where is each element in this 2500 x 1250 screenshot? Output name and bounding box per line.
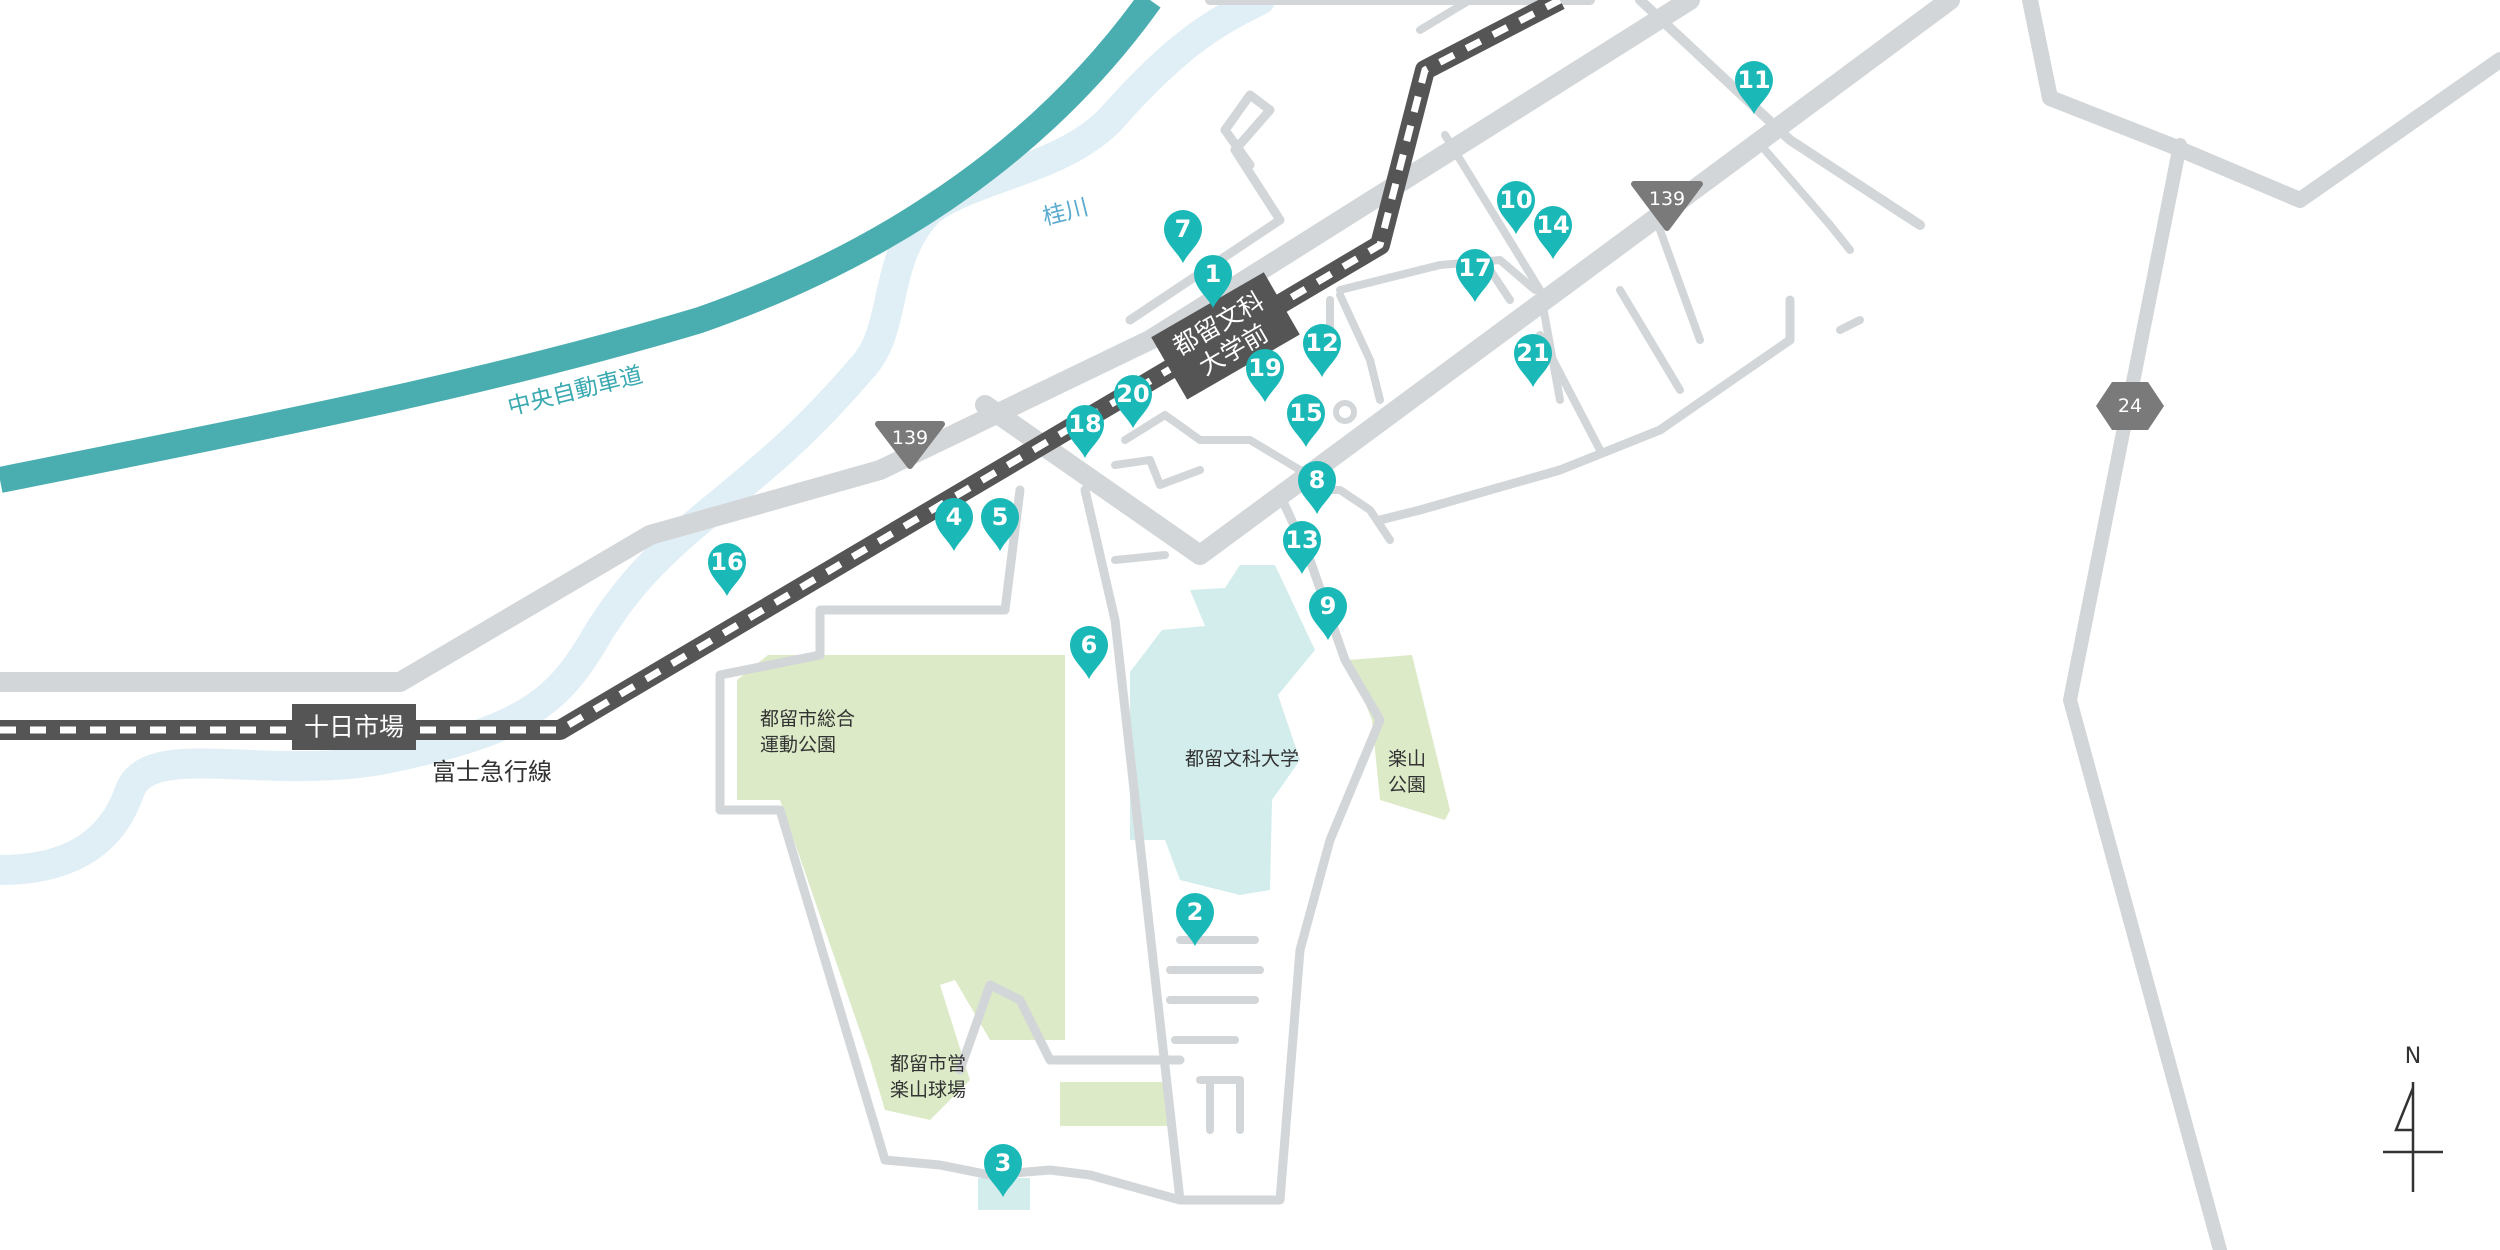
label-river: 桂川 <box>1040 194 1091 230</box>
route-marker-139-left: 139 <box>875 421 945 469</box>
route-marker-24: 24 <box>2096 382 2164 430</box>
pin-marker-icon <box>1309 587 1347 640</box>
map-pin-2[interactable]: 2 <box>1176 893 1214 946</box>
map-pin-6[interactable]: 6 <box>1070 626 1108 679</box>
pin-number: 1 <box>1205 260 1222 288</box>
pin-number: 15 <box>1289 399 1322 427</box>
label-rakuyama-park-1: 楽山 <box>1388 748 1426 770</box>
pin-marker-icon <box>1164 210 1202 263</box>
pin-marker-icon <box>1070 626 1108 679</box>
map-pin-4[interactable]: 4 <box>935 498 973 551</box>
pin-marker-icon <box>1534 206 1572 259</box>
map-pin-18[interactable]: 18 <box>1066 405 1104 458</box>
label-sports-park-1: 都留市総合 <box>760 708 855 730</box>
map-pin-19[interactable]: 19 <box>1246 349 1284 402</box>
label-rakuyama-park-2: 公園 <box>1388 774 1426 796</box>
pin-marker-icon <box>1246 349 1284 402</box>
pin-marker-icon <box>981 498 1019 551</box>
pin-number: 9 <box>1320 592 1337 620</box>
pin-number: 17 <box>1458 254 1491 282</box>
pin-marker-icon <box>1735 61 1773 114</box>
map-pin-11[interactable]: 11 <box>1735 61 1773 114</box>
label-stadium-1: 都留市営 <box>890 1053 966 1075</box>
map-pin-9[interactable]: 9 <box>1309 587 1347 640</box>
route-marker-139-right: 139 <box>1631 181 1703 231</box>
north-compass-icon: N <box>2383 1044 2443 1192</box>
map-pin-3[interactable]: 3 <box>984 1144 1022 1197</box>
pin-marker-icon <box>1283 521 1321 574</box>
pin-number: 11 <box>1737 66 1770 94</box>
pin-number: 10 <box>1499 186 1532 214</box>
campus-area <box>1130 565 1315 895</box>
map-pin-20[interactable]: 20 <box>1114 375 1152 428</box>
svg-text:139: 139 <box>1649 188 1685 210</box>
map-pin-21[interactable]: 21 <box>1514 334 1552 387</box>
pin-marker-icon <box>1114 375 1152 428</box>
map-pin-10[interactable]: 10 <box>1497 181 1535 234</box>
label-sports-park-2: 運動公園 <box>760 734 836 756</box>
svg-text:24: 24 <box>2118 395 2142 417</box>
pin-number: 19 <box>1248 354 1281 382</box>
pin-number: 3 <box>995 1149 1012 1177</box>
map-pin-1[interactable]: 1 <box>1194 254 1232 308</box>
map-pin-7[interactable]: 7 <box>1164 210 1202 263</box>
pin-number: 6 <box>1081 631 1098 659</box>
park-rakuyama-area <box>1348 655 1450 820</box>
pin-number: 2 <box>1187 898 1204 926</box>
label-stadium-2: 楽山球場 <box>890 1079 966 1101</box>
pin-number: 8 <box>1309 466 1326 494</box>
map-pin-14[interactable]: 14 <box>1534 206 1572 259</box>
pin-number: 7 <box>1175 215 1192 243</box>
pin-marker-icon <box>1303 324 1341 377</box>
pin-marker-icon <box>935 498 973 551</box>
pin-marker-icon <box>1497 181 1535 234</box>
map-pin-13[interactable]: 13 <box>1283 521 1321 574</box>
map-pin-15[interactable]: 15 <box>1287 394 1325 447</box>
pin-number: 20 <box>1116 380 1149 408</box>
svg-text:139: 139 <box>892 427 928 449</box>
pin-marker-icon <box>1514 334 1552 387</box>
pin-marker-icon <box>1066 405 1104 458</box>
pin-number: 13 <box>1285 526 1318 554</box>
park-small-block <box>1060 1082 1168 1126</box>
map-pin-12[interactable]: 12 <box>1303 324 1341 377</box>
pin-number: 5 <box>992 503 1009 531</box>
pin-marker-icon <box>1194 254 1232 308</box>
map-pin-16[interactable]: 16 <box>708 543 746 596</box>
pin-marker-icon <box>1456 249 1494 302</box>
pin-number: 14 <box>1536 211 1569 239</box>
station-tokaichiba[interactable]: 十日市場 <box>292 704 416 750</box>
pin-number: 18 <box>1068 410 1101 438</box>
pin-marker-icon <box>1176 893 1214 946</box>
pin-marker-icon <box>1287 394 1325 447</box>
label-university: 都留文科大学 <box>1185 748 1299 770</box>
map-pin-17[interactable]: 17 <box>1456 249 1494 302</box>
pin-number: 21 <box>1516 339 1549 367</box>
pin-marker-icon <box>984 1144 1022 1197</box>
svg-text:十日市場: 十日市場 <box>304 713 404 742</box>
map-pin-5[interactable]: 5 <box>981 498 1019 551</box>
map-pin-8[interactable]: 8 <box>1298 461 1336 514</box>
roundabout <box>1333 400 1357 424</box>
label-railway: 富士急行線 <box>432 758 552 786</box>
svg-text:N: N <box>2405 1044 2421 1069</box>
expressway-chuo <box>0 0 1161 493</box>
pin-number: 4 <box>946 503 963 531</box>
pin-marker-icon <box>1298 461 1336 514</box>
pin-number: 12 <box>1305 329 1338 357</box>
pin-number: 16 <box>710 548 743 576</box>
pin-marker-icon <box>708 543 746 596</box>
